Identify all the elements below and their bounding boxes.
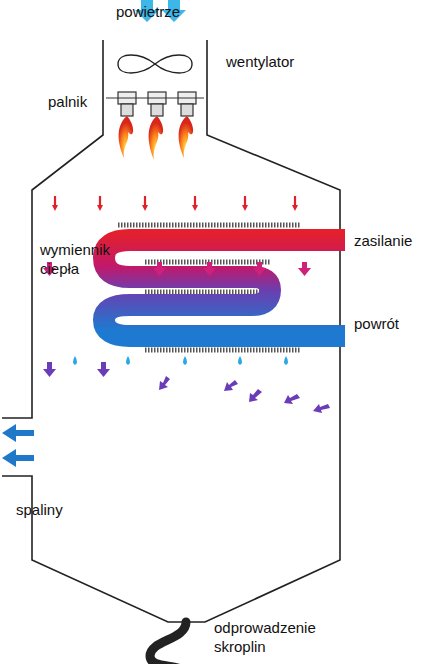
hot-gas-arrows: [55, 196, 295, 208]
heat-exchanger-label: wymiennik ciepła: [40, 240, 100, 278]
heat-exchanger-pipe: [104, 240, 345, 336]
return-label: powrót: [354, 314, 399, 333]
condensate-drain-label: odprowadzenie skroplin: [214, 618, 324, 656]
flue-gas-arrows: [2, 424, 34, 467]
flue-gas-label: spaliny: [16, 500, 63, 519]
burner-units: [106, 92, 204, 160]
fan-symbol: [118, 55, 192, 73]
condensate-drops: [73, 356, 288, 365]
condensate-hose: [150, 622, 190, 664]
mid-gas-arrows: [43, 262, 311, 276]
supply-label: zasilanie: [354, 231, 412, 250]
fan-label: wentylator: [226, 52, 294, 71]
burner-label: palnik: [48, 92, 87, 111]
air-label: powietrze: [116, 2, 180, 21]
exhaust-flow-arrows: [43, 362, 330, 413]
